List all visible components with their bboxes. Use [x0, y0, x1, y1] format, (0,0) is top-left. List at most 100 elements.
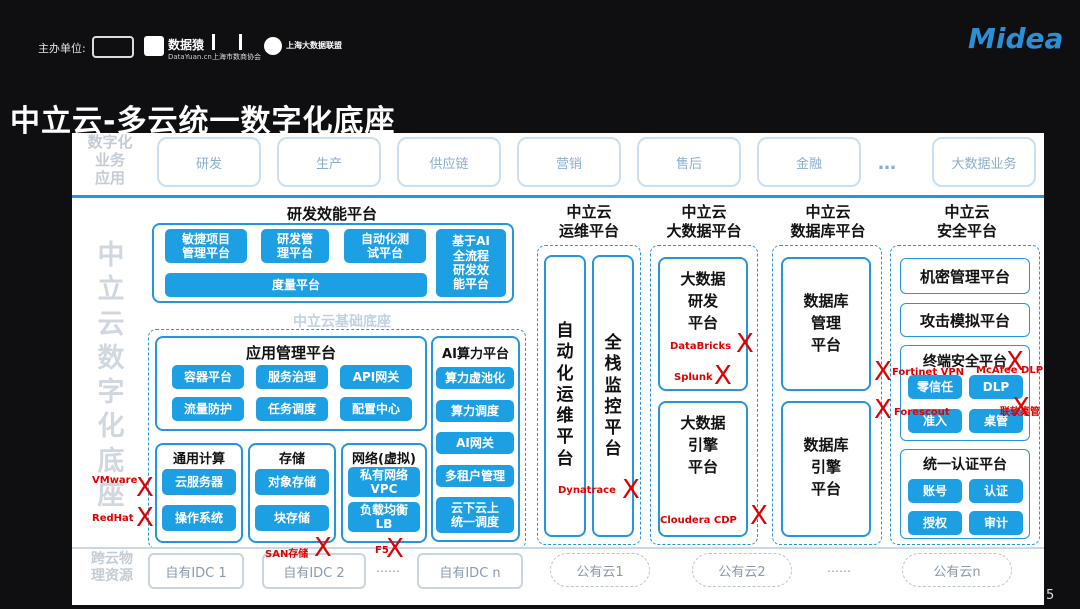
dlp[interactable]: DLP: [969, 375, 1023, 399]
midea-logo: Midea: [968, 22, 1064, 55]
full-stack-monitor[interactable]: 全 栈 监 控 平 台: [604, 333, 622, 460]
access-control[interactable]: 准入: [908, 409, 962, 433]
sponsor-logo-2-icon: [144, 36, 164, 56]
task-scheduling[interactable]: 任务调度: [256, 397, 328, 421]
bigdata-engine-platform[interactable]: 大数据 引擎 平台: [680, 414, 726, 476]
account[interactable]: 账号: [908, 479, 962, 503]
auth-frame: [900, 449, 1030, 539]
block-storage[interactable]: 块存储: [255, 505, 329, 531]
operating-system[interactable]: 操作系统: [162, 505, 236, 531]
app-bigdata-business[interactable]: 大数据业务: [932, 137, 1036, 187]
vpc[interactable]: 私有网络 VPC: [348, 467, 420, 497]
service-governance[interactable]: 服务治理: [256, 365, 328, 389]
idc-n[interactable]: 自有IDC n: [417, 553, 523, 589]
ai-pooling[interactable]: 算力虚池化: [436, 367, 514, 389]
app-finance[interactable]: 金融: [757, 137, 861, 187]
authentication[interactable]: 认证: [969, 479, 1023, 503]
architecture-panel: 数字化 业务 应用 研发 生产 供应链 营销 售后 金融 … 大数据业务 中 立…: [72, 133, 1044, 605]
business-apps-label: 数字化 业务 应用: [87, 133, 133, 187]
db-mgmt-platform[interactable]: 数据库 管理 平台: [803, 292, 849, 354]
bigdata-dev-frame: [658, 257, 748, 391]
ops-title: 中立云 运维平台: [558, 203, 619, 240]
public-cloud-2[interactable]: 公有云2: [692, 553, 792, 587]
san-note: SAN存储: [265, 549, 309, 560]
multi-tenant[interactable]: 多租户管理: [436, 465, 514, 487]
rd-mgmt[interactable]: 研发管 理平台: [261, 229, 329, 263]
splunk-x-mark: X: [714, 361, 732, 391]
cloudera-x-mark: X: [750, 501, 768, 531]
public-cloud-n[interactable]: 公有云n: [902, 553, 1012, 587]
dynatrace-x-mark: X: [622, 475, 640, 505]
endpoint-title: 终端安全平台: [923, 354, 1007, 370]
cloud-more: ……: [827, 561, 851, 575]
redhat-note: RedHat: [92, 513, 134, 524]
redhat-x-mark: X: [136, 503, 154, 533]
container-platform[interactable]: 容器平台: [172, 365, 244, 389]
bigdata-dev-platform[interactable]: 大数据 研发 平台: [680, 270, 726, 332]
databricks-note: DataBricks: [670, 341, 732, 352]
storage-title: 存储: [278, 452, 305, 467]
authorization[interactable]: 授权: [908, 511, 962, 535]
cloudera-note: Cloudera CDP: [660, 515, 737, 526]
dynatrace-note: Dynatrace: [558, 485, 616, 496]
rd-agile-pm[interactable]: 敏捷项目 管理平台: [165, 229, 247, 263]
db-frame: [772, 245, 882, 545]
zero-trust[interactable]: 零信任: [908, 375, 962, 399]
top-divider: [72, 195, 1044, 198]
rd-auto-test[interactable]: 自动化测 试平台: [344, 229, 426, 263]
secrets-mgmt-platform[interactable]: 机密管理平台: [900, 258, 1030, 294]
object-storage[interactable]: 对象存储: [255, 469, 329, 495]
vmware-x-mark: X: [136, 473, 154, 503]
rd-ai-platform[interactable]: 基于AI 全流程 研发效 能平台: [436, 229, 506, 297]
foundation-side-label: 中 立 云 数 字 化 底 座: [97, 240, 125, 511]
api-gateway[interactable]: API网关: [340, 365, 412, 389]
auto-ops-platform[interactable]: 自 动 化 运 维 平 台: [556, 321, 574, 469]
idc-2[interactable]: 自有IDC 2: [262, 553, 366, 589]
sponsor-logo-2: 数据猿: [168, 38, 205, 52]
attack-sim-platform[interactable]: 攻击模拟平台: [900, 303, 1030, 337]
databricks-x-mark: X: [736, 329, 754, 359]
app-mgmt-title: 应用管理平台: [245, 344, 336, 362]
rd-metrics[interactable]: 度量平台: [165, 273, 427, 297]
audit[interactable]: 审计: [969, 511, 1023, 535]
app-marketing[interactable]: 营销: [517, 137, 621, 187]
load-balancer[interactable]: 负载均衡 LB: [348, 502, 420, 532]
sponsor-logo-1: [92, 36, 134, 58]
vmware-note: VMware: [92, 475, 138, 486]
sponsor-logo-3: 上海市数商协会: [212, 53, 261, 61]
ai-gateway[interactable]: AI网关: [436, 432, 514, 454]
security-frame: [890, 245, 1040, 545]
traffic-protection[interactable]: 流量防护: [172, 397, 244, 421]
bottom-divider: [72, 547, 1044, 549]
config-center[interactable]: 配置中心: [340, 397, 412, 421]
desktop-mgmt[interactable]: 桌管: [969, 409, 1023, 433]
bigdata-title: 中立云 大数据平台: [666, 203, 742, 240]
db-engine-platform[interactable]: 数据库 引擎 平台: [803, 436, 849, 498]
ai-scheduling[interactable]: 算力调度: [436, 400, 514, 422]
sponsor-logo-4: 上海大数据联盟: [286, 41, 342, 50]
idc-1[interactable]: 自有IDC 1: [148, 553, 244, 589]
auto-ops-frame: [544, 255, 586, 537]
mcafee-note: McAfee DLP: [976, 365, 1044, 376]
ops-frame: [537, 245, 641, 545]
compute-frame: [155, 443, 243, 543]
cloud-server[interactable]: 云服务器: [162, 469, 236, 495]
sponsor-logo-2-sub: DataYuan.cn: [168, 53, 212, 61]
auth-title: 统一认证平台: [923, 457, 1007, 473]
splunk-note: Splunk: [674, 372, 713, 383]
app-production[interactable]: 生产: [277, 137, 381, 187]
storage-frame: [248, 443, 336, 543]
app-after-sales[interactable]: 售后: [637, 137, 741, 187]
public-cloud-1[interactable]: 公有云1: [550, 553, 650, 587]
app-mgmt-frame: [155, 336, 427, 431]
app-rd[interactable]: 研发: [157, 137, 261, 187]
lianruan-x-mark: X: [1012, 393, 1030, 423]
db-mgmt-frame: [781, 257, 871, 391]
app-supply-chain[interactable]: 供应链: [397, 137, 501, 187]
ai-platform-title: AI算力平台: [442, 347, 509, 362]
forescout-x-mark: X: [874, 395, 892, 425]
page-number: 5: [1046, 588, 1055, 603]
bigdata-frame: [650, 245, 758, 545]
db-engine-frame: [781, 401, 871, 537]
unified-scheduling[interactable]: 云下云上 统一调度: [436, 497, 514, 533]
